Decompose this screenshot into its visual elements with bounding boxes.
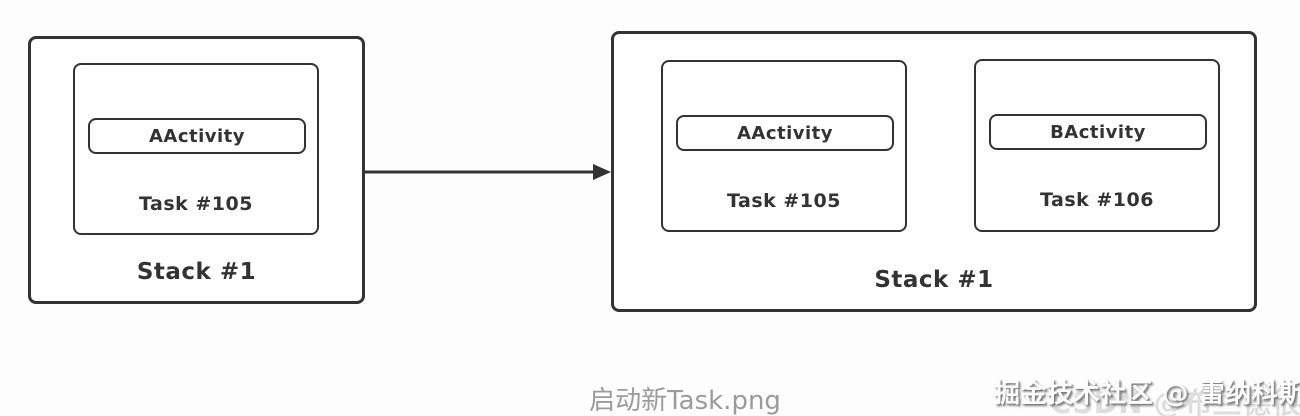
task-label: Task #106: [1040, 189, 1154, 211]
activity-node-aactivity: AActivity: [88, 118, 306, 154]
task-label: Task #105: [727, 190, 841, 212]
task-box-after-105: AActivity Task #105: [661, 60, 907, 232]
transition-arrow-icon: [365, 164, 611, 180]
activity-node-aactivity: AActivity: [676, 115, 894, 151]
image-caption: 启动新Task.png: [589, 386, 781, 416]
task-box-after-106: BActivity Task #106: [974, 59, 1220, 232]
stack-label: Stack #1: [136, 259, 257, 285]
watermark-csdn: CSDN @布兰德很帅: [1050, 386, 1300, 416]
task-box-before-105: AActivity Task #105: [73, 63, 319, 235]
stack-label: Stack #1: [874, 267, 994, 293]
activity-node-bactivity: BActivity: [989, 114, 1207, 150]
task-label: Task #105: [139, 193, 253, 215]
stack-box-before: AActivity Task #105 Stack #1: [28, 36, 365, 304]
watermark-juejin: 掘金技术社区 @ 雷纳科斯: [994, 379, 1300, 409]
stack-box-after: AActivity Task #105 BActivity Task #106 …: [611, 31, 1257, 312]
watermark-area: CSDN @布兰德很帅 掘金技术社区 @ 雷纳科斯: [988, 370, 1300, 416]
